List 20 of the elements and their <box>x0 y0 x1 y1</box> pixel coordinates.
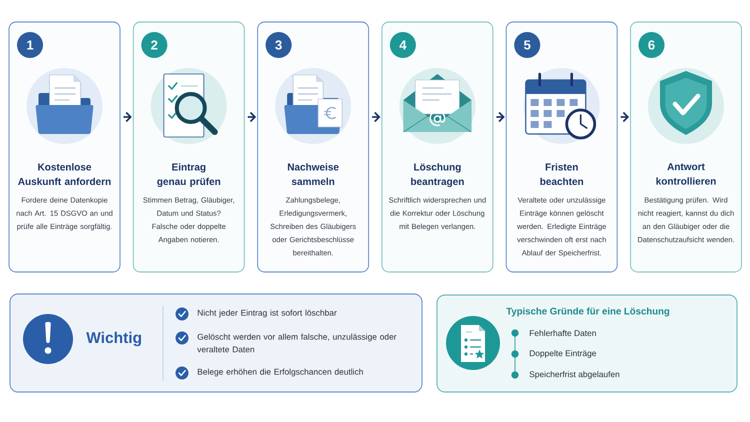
list-item: Nicht jeder Eintrag ist sofort löschbar <box>198 310 337 318</box>
number-badge: 6 <box>638 32 664 58</box>
list-item: Belege erhöhen die Erfolgschancen deutlich <box>198 368 363 376</box>
panel-heading: Wichtig <box>86 332 141 346</box>
step-title: Löschung beantragen <box>411 163 464 188</box>
list-item: Fehlerhafte Daten <box>530 330 596 336</box>
number-badge: 2 <box>141 32 168 58</box>
number-badge: 4 <box>390 32 416 58</box>
number-badge: 5 <box>514 32 540 58</box>
step-title: Fristen beachten <box>540 163 584 186</box>
step-title: Nachweise sammeln <box>288 163 339 186</box>
list-item: Speicherfrist abgelaufen <box>530 371 620 379</box>
step-title: Antwort kontrollieren <box>656 163 716 185</box>
number-badge: 3 <box>266 32 292 58</box>
step-title: Eintrag genau prüfen <box>157 163 220 188</box>
list-item: Doppelte Einträge <box>530 350 596 358</box>
number-badge: 1 <box>17 32 43 58</box>
list-item: Gelöscht werden vor allem falsche, unzulässige oder veraltete Daten <box>197 334 396 352</box>
step-title: Kostenlose Auskunft anfordern <box>18 163 111 186</box>
panel-heading: Typische Gründe für eine Löschung <box>506 308 670 316</box>
